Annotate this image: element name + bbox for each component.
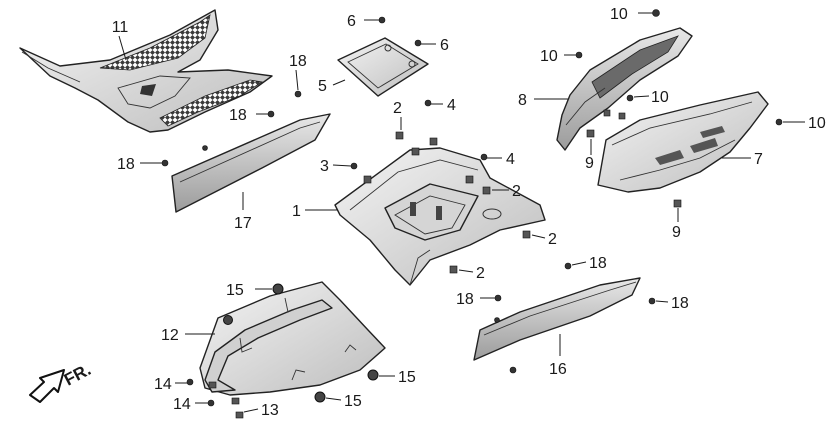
- callout-5: 5: [318, 78, 327, 95]
- callout-10-top: 10: [610, 6, 628, 23]
- part-5-inspection-lid: [337, 37, 429, 97]
- callout-3: 3: [320, 158, 329, 175]
- callout-13: 13: [261, 402, 279, 419]
- callout-labels: 11 6 6 5 18 18 18 17 3 2 4 4 2 2 2 1 10 …: [112, 6, 826, 419]
- part-16-right-lower-trim: [473, 277, 641, 361]
- part-17-left-side-trim: [171, 113, 331, 213]
- fasteners: [161, 9, 783, 419]
- front-direction-indicator: FR.: [29, 360, 94, 403]
- callout-16: 16: [549, 361, 567, 378]
- callout-10-left: 10: [540, 48, 558, 65]
- callout-6-right: 6: [440, 37, 449, 54]
- callout-11: 11: [112, 19, 129, 36]
- leader-lines: [118, 12, 805, 413]
- callout-8: 8: [518, 92, 527, 109]
- callout-12: 12: [161, 327, 179, 344]
- callout-18-right-end: 18: [671, 295, 689, 312]
- callout-4-mid: 4: [506, 151, 515, 168]
- callout-18-mat: 18: [289, 53, 307, 70]
- callout-4-top: 4: [447, 97, 456, 114]
- callout-18-upper: 18: [229, 107, 247, 124]
- part-11-floor-panel: [19, 9, 273, 133]
- callout-9-lower: 9: [672, 224, 681, 241]
- callout-7: 7: [754, 151, 763, 168]
- part-12-lower-cover: [199, 281, 386, 396]
- callout-15-top: 15: [226, 282, 244, 299]
- callout-10-mid: 10: [651, 89, 669, 106]
- part-8-right-upper-cover: [556, 27, 693, 151]
- part-7-right-side-cover: [597, 91, 769, 193]
- callout-14-upper: 14: [154, 376, 172, 393]
- callout-18-left: 18: [117, 156, 135, 173]
- part-1-floor-frame: [334, 147, 546, 286]
- callout-2-bottom: 2: [476, 265, 485, 282]
- callout-18-right-top: 18: [589, 255, 607, 272]
- callout-2-mid: 2: [512, 183, 521, 200]
- callout-2-right: 2: [548, 231, 557, 248]
- callout-1: 1: [292, 203, 301, 220]
- callout-2-top: 2: [393, 100, 402, 117]
- callout-9-upper: 9: [585, 155, 594, 172]
- callout-6-top: 6: [347, 13, 356, 30]
- callout-14-lower: 14: [173, 396, 191, 413]
- callout-18-right-mid: 18: [456, 291, 474, 308]
- front-direction-label: FR.: [61, 360, 94, 390]
- callout-15-right: 15: [398, 369, 416, 386]
- callout-17: 17: [234, 215, 252, 232]
- callout-15-bottom: 15: [344, 393, 362, 410]
- callout-10-right: 10: [808, 115, 826, 132]
- arrow-down-left-icon: [29, 369, 65, 403]
